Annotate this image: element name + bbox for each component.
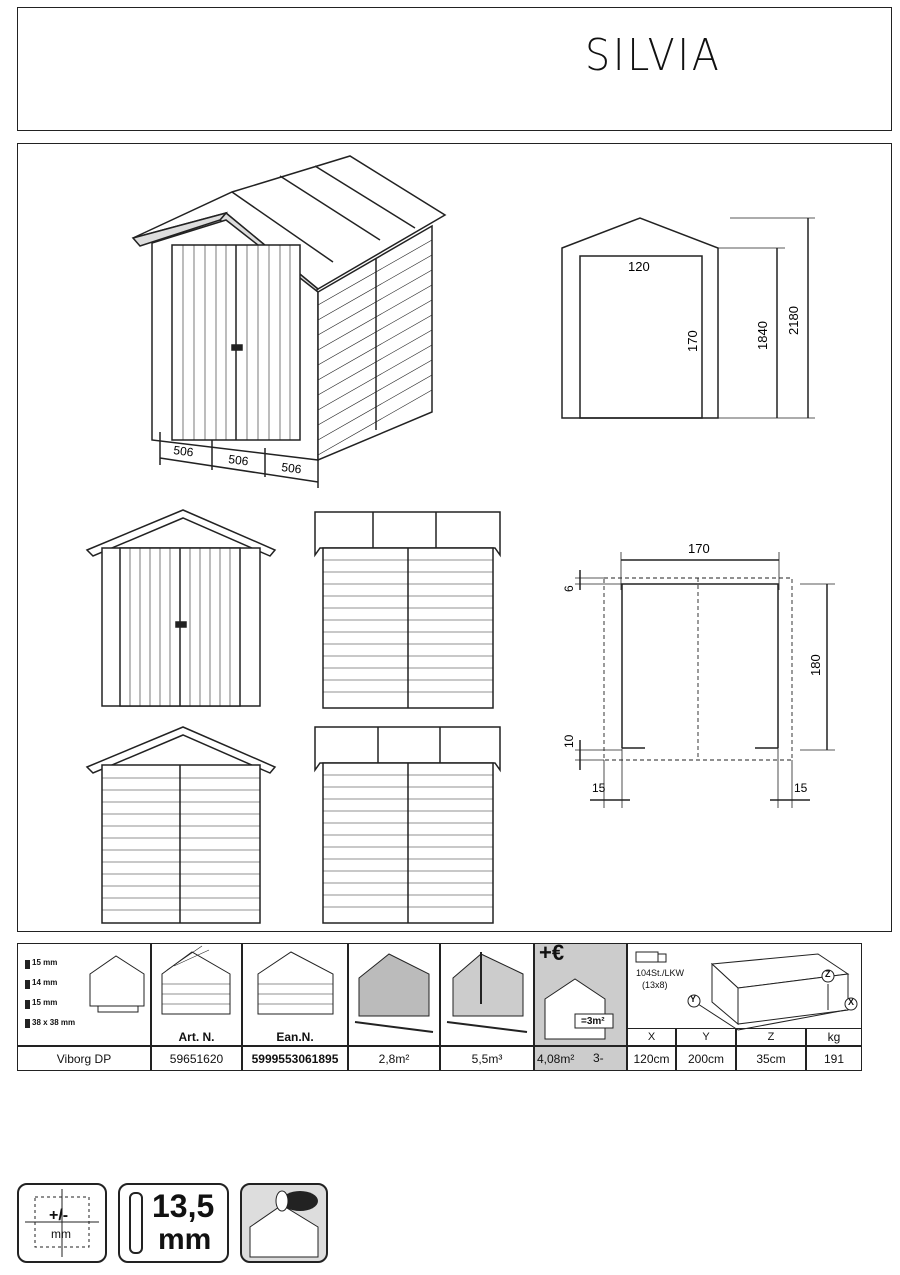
art-number-cell: Art. N. [151,943,242,1046]
header-z: Z [736,1028,806,1046]
iso-dim-3: 506 [281,460,303,476]
door-height-label: 170 [685,330,700,352]
shed-icon [161,945,231,1015]
technical-drawings: 506 506 506 120 170 1840 2180 170 180 6 … [85,155,835,924]
floor-area-cell [348,943,440,1046]
roofing-felt-icon [240,1183,328,1263]
volume-icon [446,952,528,1033]
total-height-label: 2180 [786,306,801,335]
thickness-value: 13,5 [152,1188,215,1224]
product-name: Viborg DP [56,1052,112,1066]
floor-plan-drawing [575,552,835,808]
ean-value-cell: 5999553061895 [242,1046,348,1071]
plan-offset-right: 15 [794,781,808,795]
dim-x-cell: 120cm [627,1046,676,1071]
wall-layer-icon [25,955,145,1028]
product-name-cell: Viborg DP [17,1046,151,1071]
plan-width-label: 170 [688,541,710,556]
extra-symbol: +€ [539,940,565,965]
volume-value-cell: 5,5m³ [440,1046,534,1071]
drawing-panel [17,143,892,932]
tolerance-arrows-icon [25,1189,99,1257]
thickness-icon: 13,5 mm [118,1183,229,1263]
header-y-label: Y [702,1031,710,1043]
packaging-cell: 104St./LKW (13x8) Y X Z [627,943,862,1046]
front-elevation-drawing [85,509,277,707]
axis-z-icon: Z [825,969,831,979]
art-number-value-cell: 59651620 [151,1046,242,1071]
dim-x: 120cm [633,1052,670,1066]
weight-unit-label: kg [827,1030,841,1044]
wall-height-label: 1840 [755,321,770,350]
header-x-label: X [647,1031,656,1043]
spec-table: 15 mm 14 mm 15 mm 38 x 38 mm Art. N. Ean… [17,940,862,1071]
header-x: X [627,1028,676,1046]
weight-cell: 191 [806,1046,862,1071]
volume: 5,5m³ [471,1052,503,1066]
plan-offset-top: 6 [562,585,576,592]
extra-cell: +€ =3m² [534,940,627,1046]
ean-header: Ean.N. [276,1030,314,1044]
plank-icon [129,1192,143,1254]
axis-x-icon: X [848,997,855,1007]
dim-z-cell: 35cm [736,1046,806,1071]
floor-area-value-cell: 2,8m² [348,1046,440,1071]
roof-shingles-icon [544,978,614,1040]
roof-roll-icon [249,1190,319,1258]
axis-y-icon: Y [690,994,697,1004]
dim-z: 35cm [756,1052,786,1066]
plan-depth-label: 180 [808,654,823,676]
tolerance-icon: +/- mm [17,1183,107,1263]
volume-cell [440,943,534,1046]
iso-dim-2: 506 [228,452,250,468]
truck-capacity: 104St./LKW [636,968,685,978]
tolerance-label: +/- [49,1207,69,1224]
floor-area: 2,8m² [378,1052,410,1066]
header-kg: kg [806,1028,862,1046]
model-title: SILVIA [585,30,722,81]
header-z-label: Z [767,1031,775,1043]
art-number: 59651620 [169,1052,224,1066]
extra-small-area: =3m² [581,1016,605,1027]
layer-2-label: 14 mm [32,978,58,987]
tolerance-unit: mm [51,1227,71,1241]
dim-y: 200cm [687,1052,725,1066]
art-number-header: Art. N. [178,1030,215,1044]
side-elevation-drawing [314,511,501,709]
title-box [17,7,892,131]
floor-area-icon [354,953,434,1033]
front-section-drawing [561,217,815,419]
weight: 191 [823,1052,845,1066]
dim-y-cell: 200cm [676,1046,736,1071]
isometric-shed-drawing [131,155,447,488]
ean-number: 5999553061895 [251,1052,339,1066]
plan-offset-left: 15 [592,781,606,795]
plan-offset-bottom: 10 [562,734,576,748]
layer-3-label: 15 mm [32,998,58,1007]
layer-4-label: 38 x 38 mm [32,1018,76,1027]
ean-cell: Ean.N. [242,943,348,1046]
iso-dim-1: 506 [173,443,195,459]
rear-elevation-drawing [85,726,277,924]
extra-value-cell: 4,08m² 3- [534,1046,627,1071]
extra-count: 3- [593,1051,604,1065]
shed-icon [257,951,334,1015]
header-y: Y [676,1028,736,1046]
truck-grid: (13x8) [642,980,668,990]
wall-layers-cell: 15 mm 14 mm 15 mm 38 x 38 mm [17,943,151,1046]
layer-1-label: 15 mm [32,958,58,967]
extra-area: 4,08m² [537,1052,575,1066]
door-width-label: 120 [628,259,650,274]
truck-pallet-icon [635,951,858,1031]
thickness-unit: mm [158,1223,212,1256]
side-elevation-2-drawing [314,726,501,924]
